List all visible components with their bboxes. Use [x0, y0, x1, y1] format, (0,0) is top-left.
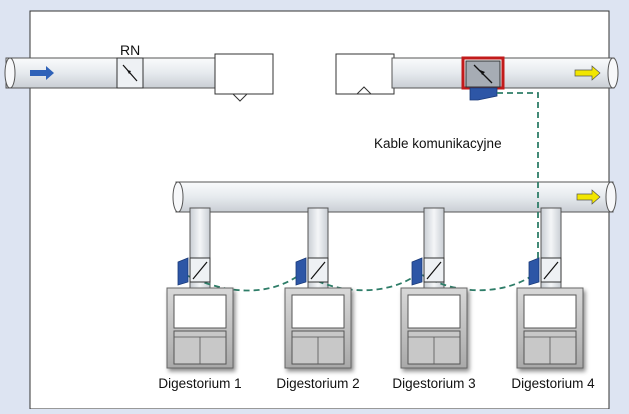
lab-exhaust-duct [172, 181, 617, 213]
hood-label-4: Digestorium 4 [511, 376, 595, 391]
fume-hood-3 [400, 287, 468, 369]
lab-exhaust-arrow-icon [576, 189, 601, 205]
supply-unit [214, 53, 274, 102]
damper-rn-label: RN [120, 42, 140, 58]
fume-hood-2 [284, 287, 352, 369]
fume-hood-4 [516, 287, 584, 369]
hood-damper-2 [295, 257, 329, 286]
communication-cable [185, 92, 539, 292]
cable-label: Kable komunikacyjne [374, 136, 502, 151]
hood-label-3: Digestorium 3 [392, 376, 475, 391]
supply-arrow-icon [30, 66, 54, 80]
hood-label-1: Digestorium 1 [158, 376, 241, 391]
exhaust-arrow-icon [574, 65, 601, 81]
main-damper [461, 56, 505, 90]
hood-damper-1 [177, 257, 211, 286]
hood-label-2: Digestorium 2 [276, 376, 359, 391]
main-controller [469, 87, 498, 101]
hood-damper-4 [528, 257, 562, 286]
exhaust-unit [335, 53, 395, 95]
fume-hood-1 [166, 287, 234, 369]
hood-damper-3 [411, 257, 445, 286]
damper-rn [116, 57, 144, 89]
